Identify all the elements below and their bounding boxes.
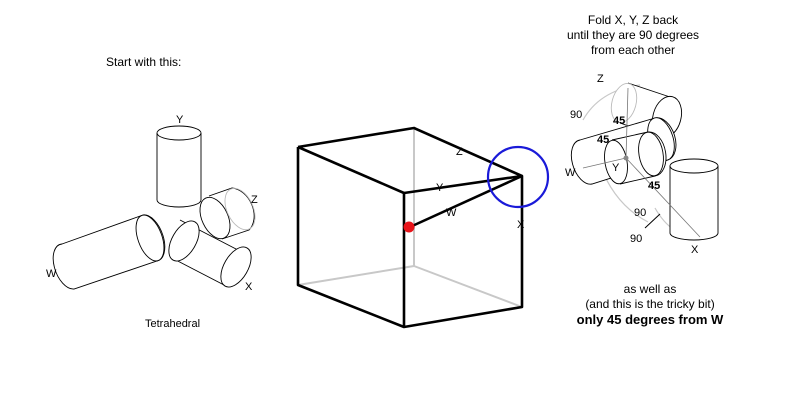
- angle-tick: [644, 213, 661, 229]
- angle-guides: [582, 87, 701, 238]
- folded-label-z: Z: [597, 73, 604, 85]
- x-cylinder: [168, 219, 252, 288]
- footer-line-1: as well as: [623, 282, 677, 296]
- x-cylinder-folded: [669, 158, 719, 241]
- fold-line-1: Fold X, Y, Z back: [587, 13, 679, 27]
- cube-label-z: Z: [456, 146, 463, 158]
- angle-45-top: 45: [613, 115, 625, 127]
- tetra-label-z: Z: [251, 194, 258, 206]
- angle-90-low: 90: [630, 233, 642, 245]
- cube-label-x: X: [517, 219, 525, 231]
- angle-90-mid: 90: [634, 207, 646, 219]
- fold-line-3: from each other: [590, 43, 676, 57]
- folded-center-point: [623, 155, 629, 161]
- folded-label-x: X: [691, 244, 699, 256]
- tetrahedral-caption: Tetrahedral: [145, 318, 201, 330]
- footer-note: as well as (and this is the tricky bit) …: [545, 282, 755, 327]
- folded-label-w: W: [565, 167, 576, 179]
- angle-45-left: 45: [597, 134, 609, 146]
- tetra-label-w: W: [46, 268, 57, 280]
- cube-origin-point: [403, 221, 415, 233]
- tetrahedral-figure: Y Z W X: [46, 114, 258, 293]
- folded-figure: Z W Y X 90 45 45 45 90 90: [565, 73, 719, 256]
- cube-figure: Z Y W X: [296, 126, 550, 329]
- tetra-label-x: X: [245, 281, 253, 293]
- cube-label-y: Y: [436, 182, 444, 194]
- cube-visible-edges: [296, 126, 524, 329]
- angle-45-right: 45: [648, 180, 660, 192]
- w-cylinder: [52, 214, 166, 290]
- tetra-label-y: Y: [176, 114, 184, 126]
- folded-label-y: Y: [612, 162, 620, 174]
- z-cylinder: [199, 187, 256, 240]
- cube-w-vector: [409, 174, 523, 229]
- footer-line-2: (and this is the tricky bit): [585, 297, 715, 311]
- fold-line-2: until they are 90 degrees: [566, 28, 700, 42]
- cube-label-w: W: [446, 207, 457, 219]
- footer-bold-line: only 45 degrees from W: [576, 312, 724, 327]
- cube-vertex-circle: [486, 145, 550, 209]
- cube-hidden-edges: [297, 128, 523, 308]
- y-cylinder: [156, 125, 202, 208]
- angle-90-top: 90: [570, 109, 582, 121]
- fold-instruction: Fold X, Y, Z back until they are 90 degr…: [548, 13, 718, 58]
- left-heading: Start with this:: [106, 55, 182, 69]
